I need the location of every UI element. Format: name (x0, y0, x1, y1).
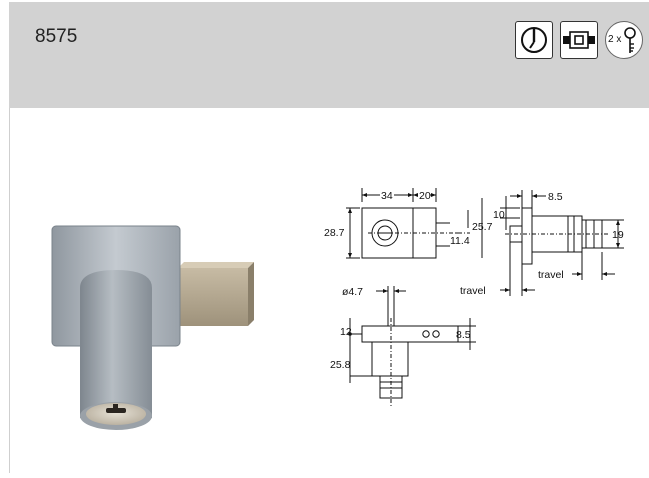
square-bolt-icon (560, 21, 598, 59)
dim-34: 34 (381, 190, 393, 202)
dim-side-19: 19 (612, 229, 624, 241)
dim-travel-right: travel (538, 269, 564, 281)
feature-icons: 2 x (515, 21, 645, 61)
dim-11-4: 11.4 (450, 235, 470, 247)
dim-25-7: 25.7 (472, 221, 493, 233)
dim-side-10: 10 (493, 209, 505, 221)
top-view-body (361, 207, 437, 259)
lock-rotation-icon (515, 21, 553, 59)
dim-bottom-25-8: 25.8 (330, 359, 351, 371)
dim-diameter-4-7: ø4.7 (342, 286, 363, 298)
bottom-view-plate (361, 325, 459, 343)
lock-photo (51, 225, 254, 430)
dim-bottom-12: 12 (340, 326, 352, 338)
side-view-plate (521, 207, 533, 265)
product-panel: 34 20 28.7 25.7 11.4 8.5 10 19 travel tr… (9, 108, 649, 473)
key-count-label: 2 x (608, 34, 622, 45)
two-keys-icon: 2 x (605, 21, 643, 59)
dim-side-8-5: 8.5 (548, 191, 563, 203)
dim-travel-left: travel (460, 285, 486, 297)
dim-bottom-8-5: 8.5 (456, 329, 471, 341)
header-bar: 8575 2 x (9, 2, 649, 108)
product-code: 8575 (35, 26, 78, 47)
dim-20: 20 (419, 190, 431, 202)
technical-drawing: 34 20 28.7 25.7 11.4 8.5 10 19 travel tr… (324, 188, 624, 408)
dim-28-7: 28.7 (324, 227, 345, 239)
